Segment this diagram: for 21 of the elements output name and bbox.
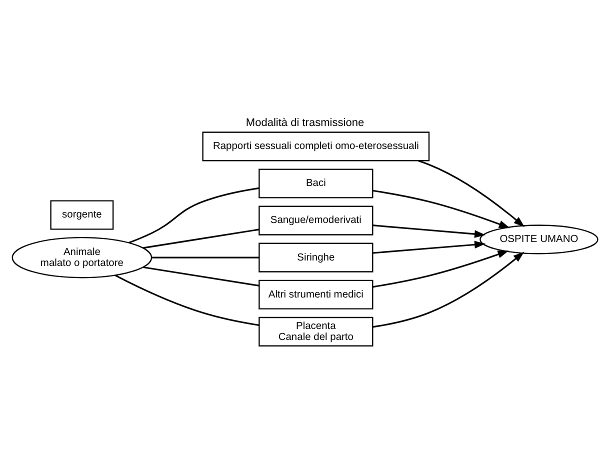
node-box: Placenta Canale del parto: [258, 316, 374, 346]
arrow: [372, 240, 486, 254]
node-ellipse: OSPITE UMANO: [480, 224, 598, 254]
connector: [152, 256, 260, 258]
node-box: Altri strumenti medici: [258, 279, 374, 309]
node-box: Rapporti sessuali completi omo-eterosessuali: [202, 131, 430, 161]
connector: [143, 228, 260, 248]
node-box: sorgente: [50, 200, 114, 230]
arrow: [372, 224, 486, 238]
connector: [128, 186, 260, 243]
node-box: Sangue/emoderivati: [258, 205, 374, 235]
connector: [143, 266, 260, 286]
diagram-title: Modalità di trasmissione: [246, 116, 364, 129]
connector: [114, 274, 260, 326]
arrow: [372, 250, 509, 288]
arrow: [418, 159, 525, 227]
node-box: Siringhe: [258, 242, 374, 272]
node-ellipse: Animale malato o portatore: [12, 236, 152, 278]
arrow: [372, 251, 524, 328]
arrow: [372, 189, 510, 228]
node-box: Baci: [258, 168, 374, 198]
